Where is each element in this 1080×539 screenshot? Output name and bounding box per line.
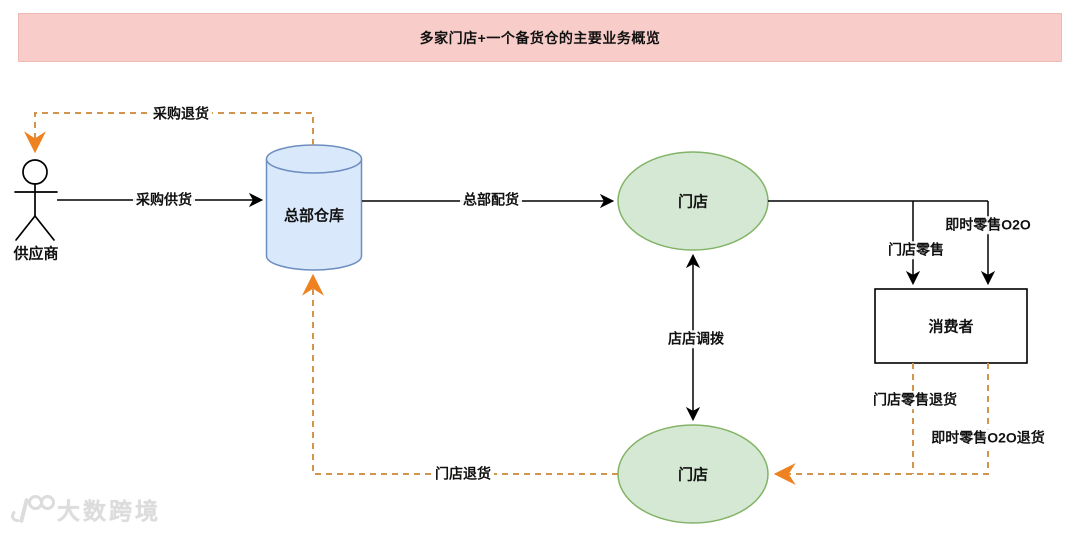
store-bottom-label: 门店 (677, 466, 709, 484)
watermark: 大数跨境 (9, 488, 161, 530)
edge-instant-retail-o2o-return (773, 363, 989, 485)
supplier-figure-icon (14, 159, 58, 241)
label-store-transfer: 店店调拨 (665, 330, 727, 348)
supplier-label: 供应商 (13, 245, 59, 263)
warehouse-label: 总部仓库 (283, 207, 345, 225)
label-purchase-return: 采购退货 (150, 105, 212, 123)
label-instant-retail-o2o: 即时零售O2O (942, 216, 1034, 234)
watermark-text: 大数跨境 (57, 498, 161, 524)
warehouse-cylinder (265, 144, 363, 271)
diagram-title: 多家门店+一个备货仓的主要业务概览 (419, 29, 661, 46)
label-store-return: 门店退货 (432, 465, 494, 483)
edge-store-return (302, 273, 618, 475)
consumer-label: 消费者 (928, 318, 974, 336)
store-top-label: 门店 (677, 193, 709, 211)
label-instant-retail-o2o-return: 即时零售O2O退货 (928, 429, 1048, 447)
watermark-logo-icon (9, 493, 55, 525)
consumer-box (874, 288, 1028, 364)
label-store-retail: 门店零售 (885, 241, 947, 259)
title-banner: 多家门店+一个备货仓的主要业务概览 (18, 13, 1062, 62)
label-purchase-supply: 采购供货 (133, 191, 195, 209)
label-store-retail-return: 门店零售退货 (870, 391, 960, 409)
label-hq-distribution: 总部配货 (460, 191, 522, 209)
